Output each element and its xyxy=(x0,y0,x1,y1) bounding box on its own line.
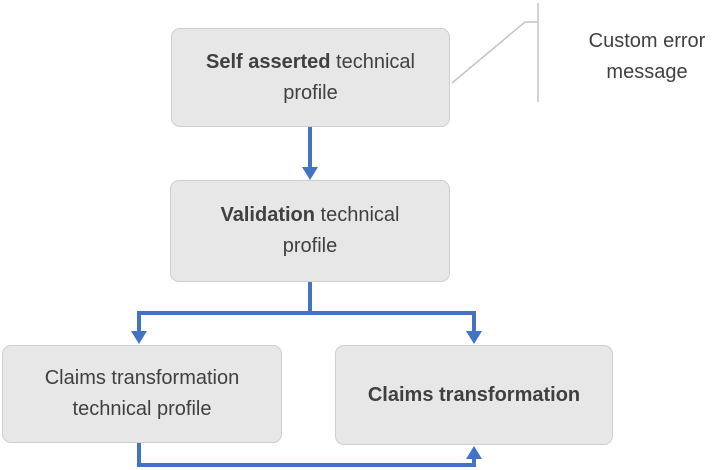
arrow-validation-to-claims-branches xyxy=(131,282,482,344)
node-self-asserted-technical-profile: Self asserted technical profile xyxy=(171,28,450,127)
node-text-line: Claims transformation xyxy=(367,383,581,406)
node-text-line: profile xyxy=(283,81,338,104)
node-text-line: Claims transformation xyxy=(44,367,240,389)
node-validation-technical-profile: Validation technical profile xyxy=(170,180,450,282)
node-text-line: Self asserted technical xyxy=(205,50,415,73)
arrow-claims-tp-to-claims-transformation xyxy=(137,443,482,467)
node-text-line: profile xyxy=(282,235,338,257)
node-text-line: Validation technical xyxy=(220,204,400,226)
node-claims-transformation: Claims transformation xyxy=(335,345,613,445)
callout-leader-line xyxy=(451,3,539,102)
node-claims-transformation-technical-profile: Claims transformation technical profile xyxy=(2,345,282,443)
arrow-self-asserted-to-validation xyxy=(302,127,318,180)
callout-custom-error-message: Custom error message xyxy=(588,30,706,83)
node-text-line: technical profile xyxy=(72,398,212,420)
